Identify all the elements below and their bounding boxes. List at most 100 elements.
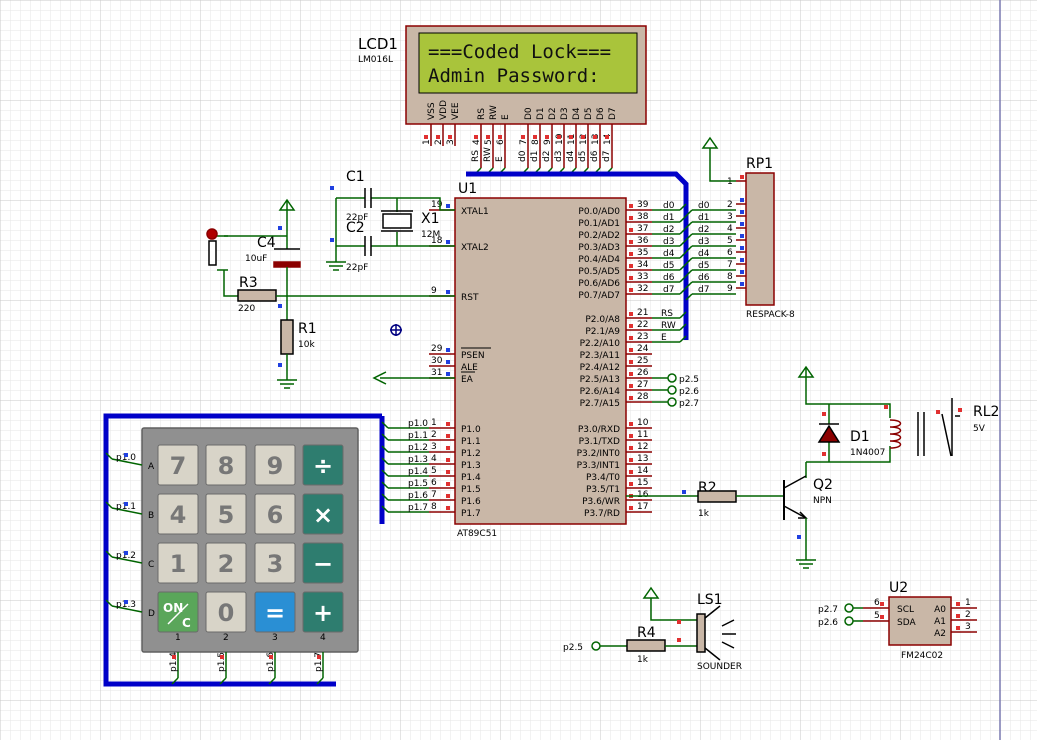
keypad-key-label: 2 — [218, 550, 235, 578]
keypad-key[interactable] — [205, 542, 247, 584]
mcu-left-pin-number: 9 — [431, 286, 437, 296]
rp1-net-label: d2 — [698, 225, 709, 235]
mcu-left-pin-number: 5 — [431, 466, 437, 476]
keypad-key[interactable] — [302, 444, 344, 486]
p1-net-label: p1.5 — [408, 479, 428, 489]
net-terminal — [667, 385, 677, 395]
mcu-right-pin-number: 37 — [637, 224, 648, 234]
rp1-pin-number: 9 — [727, 284, 733, 294]
mcu-model: AT89C51 — [457, 529, 497, 539]
rp1-bus-entry — [685, 245, 693, 253]
pin-marker — [424, 135, 428, 139]
mcu-left-pin-number: 30 — [431, 356, 443, 366]
lcd-pin-name: D4 — [572, 107, 582, 120]
u2-pin-number: 6 — [874, 598, 880, 608]
p2-bus-entry — [679, 335, 687, 343]
keypad-key[interactable] — [157, 542, 199, 584]
pin-marker — [557, 135, 561, 139]
keypad-key[interactable] — [302, 591, 344, 633]
pin-marker — [629, 276, 633, 280]
rp1-net-label: d4 — [698, 249, 710, 259]
lcd-pin-name: VEE — [451, 102, 461, 120]
r2-value: 1k — [698, 509, 710, 519]
rp1-bus-entry — [685, 233, 693, 241]
pin-marker — [124, 502, 128, 506]
mcu-right-pin-name: P3.2/INT0 — [577, 449, 621, 459]
p0-net-label: d3 — [663, 237, 674, 247]
keypad-key[interactable] — [205, 444, 247, 486]
keypad-key[interactable] — [302, 493, 344, 535]
p0-bus-entry — [679, 287, 687, 295]
pin-marker — [629, 446, 633, 450]
keypad-key-label: 4 — [170, 501, 187, 529]
keypad-key[interactable] — [254, 591, 296, 633]
keypad-key-label: 3 — [267, 550, 284, 578]
c4-ref: C4 — [257, 235, 276, 251]
keypad-key-label: 5 — [218, 501, 235, 529]
keypad-key[interactable] — [254, 444, 296, 486]
keypad-key[interactable] — [254, 542, 296, 584]
p1-bus-entry — [381, 493, 389, 501]
mcu-right-pin-number: 14 — [637, 466, 649, 476]
mcu-left-pin-name: P1.0 — [461, 425, 481, 435]
pin-marker — [629, 204, 633, 208]
lcd-line-1: ===Coded Lock=== — [428, 41, 611, 63]
pin-marker — [498, 135, 502, 139]
mcu-at89c51[interactable]: U1 AT89C51 19XTAL118XTAL29RST29PSEN30ALE… — [381, 181, 736, 539]
keypad-key[interactable] — [157, 444, 199, 486]
pin-marker — [446, 458, 450, 462]
pin-marker — [629, 336, 633, 340]
mcu-left-pin-name: PSEN — [461, 351, 485, 361]
keypad-key[interactable] — [157, 493, 199, 535]
keypad-key[interactable] — [157, 591, 199, 633]
rp1-pin-number: 7 — [727, 260, 733, 270]
crystal-oscillator[interactable]: C1 22pF C2 22pF X1 12M — [326, 169, 455, 273]
u2-addr-pin-number: 1 — [965, 598, 971, 608]
u2-pin-name: SCL — [897, 605, 914, 615]
u2-addr-pin-name: A2 — [934, 629, 946, 639]
lcd-pin-number: 2 — [434, 139, 444, 145]
rp1-net-label: d6 — [698, 273, 710, 283]
d1-ref: D1 — [850, 429, 870, 445]
pin-marker — [740, 234, 744, 238]
mcu-right-pin-name: P3.4/T0 — [586, 473, 620, 483]
mcu-left-pin-name: ALE — [461, 363, 478, 373]
mcu-right-pin-number: 32 — [637, 284, 648, 294]
pin-marker — [474, 135, 478, 139]
pin-marker — [629, 216, 633, 220]
keypad-row-bus-entry — [105, 550, 113, 558]
mcu-right-pin-number: 39 — [637, 200, 649, 210]
relay-driver[interactable]: D1 1N4007 RL2 5V Q2 NPN R2 1k — [626, 365, 999, 569]
reset-circuit[interactable]: C4 10uF R3 220 R1 10k — [206, 198, 455, 389]
lcd-display[interactable]: LCD1 LM016L ===Coded Lock=== Admin Passw… — [358, 25, 647, 175]
p1-bus-entry — [381, 469, 389, 477]
net-terminal — [844, 603, 854, 613]
rp1-bus-entry — [685, 209, 693, 217]
pin-marker — [956, 602, 960, 606]
pin-marker — [682, 490, 686, 494]
mcu-right-pin-name: P0.1/AD1 — [578, 219, 620, 229]
pin-marker — [446, 494, 450, 498]
lcd-pin-name: D2 — [548, 107, 558, 120]
keypad-key[interactable] — [302, 542, 344, 584]
keypad-key[interactable] — [205, 493, 247, 535]
c1-ref: C1 — [346, 169, 365, 185]
mcu-left-pin-number: 6 — [431, 478, 437, 488]
mcu-right-pin-name: P0.7/AD7 — [578, 291, 620, 301]
p0-bus-entry — [679, 251, 687, 259]
mcu-right-pin-number: 27 — [637, 380, 648, 390]
keypad-key[interactable] — [254, 493, 296, 535]
sounder[interactable]: LS1 SOUNDER R4 1k p2.5 — [563, 586, 742, 672]
pin-marker — [629, 312, 633, 316]
keypad-row-wire — [111, 458, 143, 466]
pin-marker — [740, 246, 744, 250]
keypad-row-label: D — [148, 609, 155, 619]
p0-net-label: d4 — [663, 249, 675, 259]
keypad-key[interactable] — [205, 591, 247, 633]
mcu-right-pin-number: 35 — [637, 248, 648, 258]
c2-value: 22pF — [346, 263, 368, 273]
pin-marker — [740, 175, 744, 179]
